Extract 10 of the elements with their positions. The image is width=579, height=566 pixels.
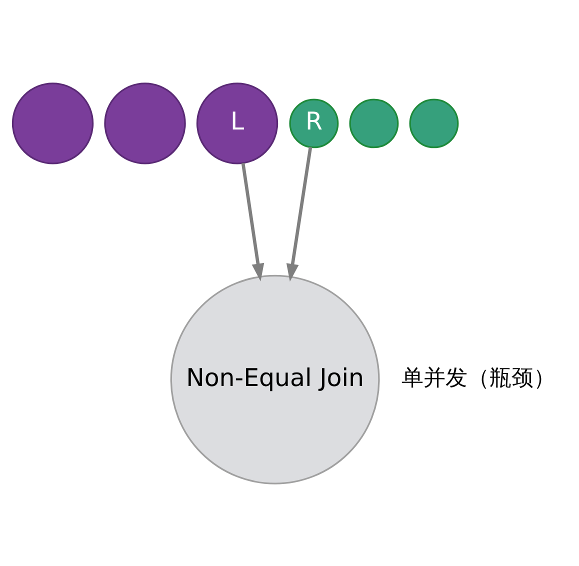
arrow (286, 146, 312, 282)
node-circle: R (289, 98, 339, 148)
label: 单并发（瓶颈） (401, 364, 556, 391)
node-circle (409, 98, 459, 148)
node-circle: L (196, 82, 278, 164)
arrow (241, 162, 264, 281)
node-circle (104, 82, 186, 164)
node-circle (349, 98, 399, 148)
node-circle (12, 82, 94, 164)
node-circle: Non-Equal Join (170, 274, 380, 484)
